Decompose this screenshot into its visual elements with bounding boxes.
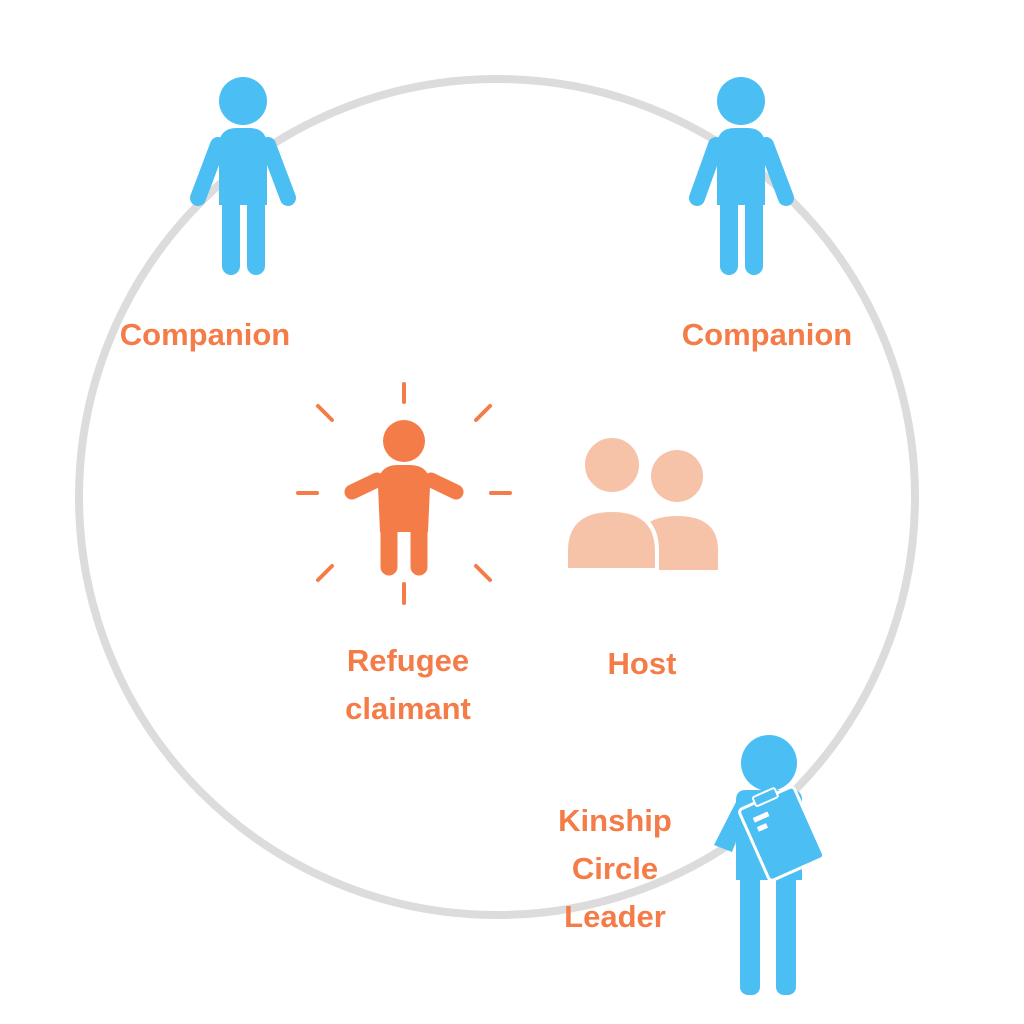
leader-label-line3: Leader xyxy=(564,899,666,934)
refugee-claimant-label: Refugee claimant xyxy=(298,637,518,733)
companion-left-icon xyxy=(190,77,296,275)
leader-label-line2: Circle xyxy=(571,851,659,886)
refugee-claimant-icon xyxy=(296,382,512,605)
host-label: Host xyxy=(607,646,677,681)
companion-right-icon xyxy=(689,77,794,275)
refugee-claimant-label-line1: Refugee xyxy=(346,643,470,678)
kinship-circle-leader-label: Kinship Circle Leader xyxy=(515,797,715,941)
clipboard-icon xyxy=(738,785,826,882)
host-icon xyxy=(564,434,718,572)
companion-left-label: Companion xyxy=(119,317,291,352)
kinship-circle xyxy=(75,75,919,919)
companion-right-label: Companion xyxy=(681,317,853,352)
refugee-claimant-label-line2: claimant xyxy=(345,691,471,726)
leader-label-line1: Kinship xyxy=(558,803,672,838)
leader-icon xyxy=(714,735,826,995)
